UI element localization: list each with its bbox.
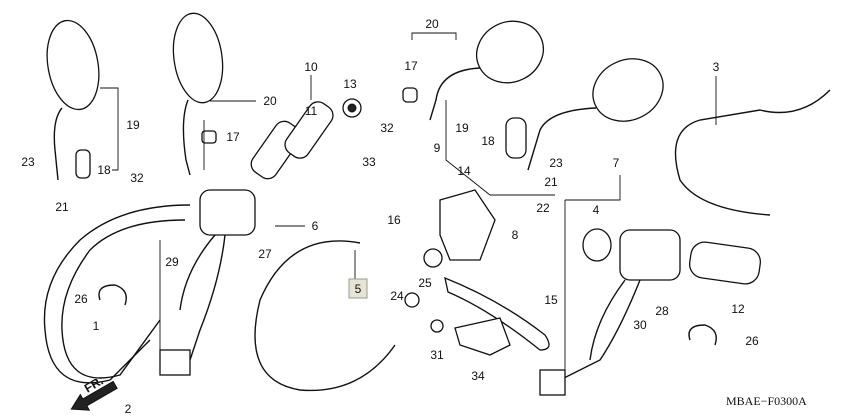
- front-direction-arrow: FR.: [70, 374, 118, 411]
- right-switch-housing: [539, 228, 762, 396]
- callout-24: 24: [390, 289, 404, 303]
- callout-19: 19: [455, 121, 469, 135]
- callout-2: 2: [125, 402, 132, 416]
- cable-clamp-left: [98, 284, 127, 306]
- throttle-grip: [250, 98, 362, 180]
- callout-21: 21: [55, 200, 69, 214]
- throttle-cable-1: [43, 204, 191, 384]
- left-switch-housing: [159, 189, 256, 376]
- callout-1: 1: [93, 319, 100, 333]
- throttle-cable-2: [61, 219, 186, 379]
- callout-34: 34: [471, 369, 485, 383]
- callout-23: 23: [21, 155, 35, 169]
- callout-labels: 1923182120173210111329276261253391625241…: [21, 17, 759, 416]
- callout-21: 21: [544, 175, 558, 189]
- callout-4: 4: [593, 203, 600, 217]
- callout-17: 17: [404, 59, 418, 73]
- callout-20: 20: [425, 17, 439, 31]
- callout-29: 29: [165, 255, 179, 269]
- callout-7: 7: [613, 156, 620, 170]
- left-mirror: [46, 19, 100, 181]
- callout-13: 13: [343, 77, 357, 91]
- callout-23: 23: [549, 156, 563, 170]
- clutch-cable: [254, 240, 396, 392]
- callout-31: 31: [430, 348, 444, 362]
- callout-17: 17: [226, 130, 240, 144]
- choke-cable: [674, 89, 831, 216]
- cable-clamp-right: [688, 324, 717, 346]
- callout-14: 14: [457, 164, 471, 178]
- callout-33: 33: [362, 155, 376, 169]
- callout-highlight: [348, 278, 368, 299]
- callout-18: 18: [97, 163, 111, 177]
- callout-6: 6: [312, 219, 319, 233]
- callout-32: 32: [380, 121, 394, 135]
- clutch-lever: [404, 189, 550, 356]
- callout-3: 3: [713, 60, 720, 74]
- callout-22: 22: [536, 201, 550, 215]
- callout-10: 10: [304, 60, 318, 74]
- callout-32: 32: [130, 171, 144, 185]
- callout-26: 26: [74, 292, 88, 306]
- callout-19: 19: [126, 118, 140, 132]
- callout-26: 26: [745, 334, 759, 348]
- callout-20: 20: [263, 94, 277, 108]
- callout-12: 12: [731, 302, 745, 316]
- callout-5: 5: [355, 282, 362, 296]
- callout-9: 9: [434, 141, 441, 155]
- callout-18: 18: [481, 134, 495, 148]
- right-mirror: [402, 20, 664, 171]
- callout-8: 8: [512, 228, 519, 242]
- callout-11: 11: [305, 104, 318, 118]
- callout-27: 27: [258, 247, 272, 261]
- callout-25: 25: [418, 276, 432, 290]
- leader-lines: [100, 32, 717, 370]
- callout-28: 28: [655, 304, 669, 318]
- callout-15: 15: [544, 293, 558, 307]
- callout-30: 30: [633, 318, 647, 332]
- callout-16: 16: [387, 213, 401, 227]
- drawing-code: MBAE−F0300A: [726, 394, 807, 408]
- left-mirror-2: [172, 12, 224, 176]
